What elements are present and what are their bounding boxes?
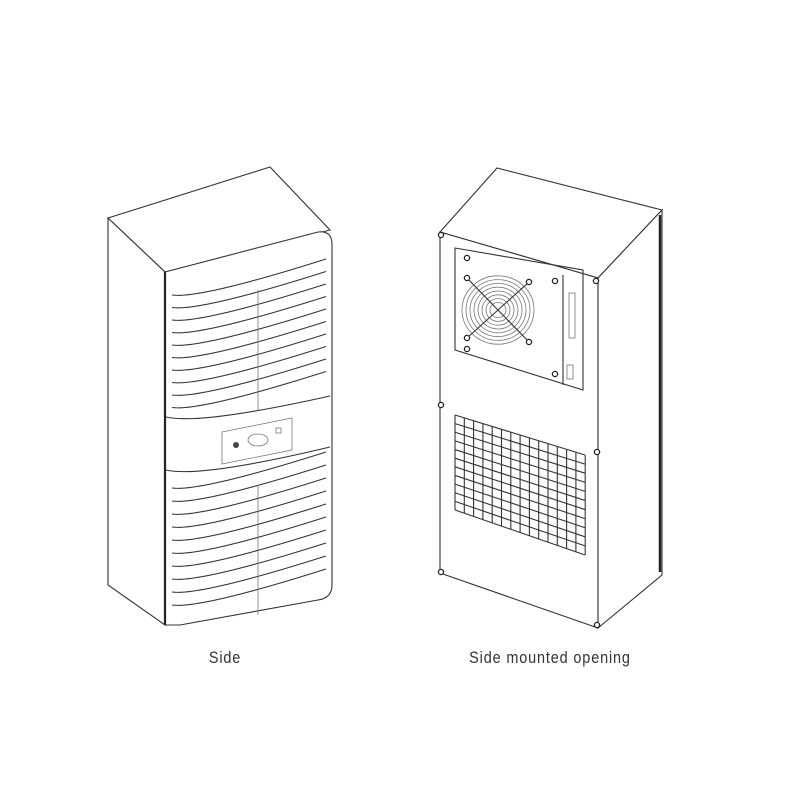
fan-guard-ring <box>473 286 523 334</box>
grille-bar <box>454 509 586 556</box>
screw-icon <box>551 370 559 378</box>
louver-slat <box>171 542 327 580</box>
screw-icon <box>593 621 601 629</box>
panel-screws <box>437 231 601 629</box>
control-panel <box>221 417 293 465</box>
grille-bar <box>454 449 586 492</box>
grille-bar <box>454 414 586 456</box>
louver-slat <box>171 477 327 515</box>
caption-side: Side <box>208 648 242 667</box>
control-band-bottom <box>165 446 331 473</box>
louver-slat <box>171 283 327 321</box>
connector <box>566 364 574 380</box>
louver-slat <box>171 451 327 489</box>
screw-icon <box>592 277 600 285</box>
fan-guard-ring <box>481 294 515 326</box>
side-unit-drawing <box>106 166 333 627</box>
louver-slat <box>171 568 327 606</box>
screw-icon <box>437 231 445 239</box>
louver-slat <box>171 529 327 567</box>
display-icon <box>247 433 269 447</box>
fan-guard-ring <box>485 298 511 322</box>
louver-slat <box>171 358 327 396</box>
screw-icon <box>463 254 471 262</box>
louver-slat <box>171 555 327 593</box>
louver-slat <box>171 345 327 384</box>
side-unit-side-face <box>107 216 166 627</box>
side-unit-front-face <box>164 231 333 626</box>
fan-guard-ring <box>465 279 531 341</box>
screw-icon <box>525 278 533 286</box>
screw-icon <box>593 448 601 456</box>
side-mounted-unit-drawing <box>437 167 664 630</box>
grille-bar <box>454 457 586 501</box>
louver-slat <box>171 490 327 528</box>
louver-slat <box>171 270 327 309</box>
button-icon <box>275 427 282 434</box>
screw-icon <box>437 401 445 409</box>
control-band-top <box>165 395 331 420</box>
fan-guard-spoke <box>466 281 530 339</box>
fan-guard-ring <box>461 275 535 345</box>
exhaust-grille <box>454 414 586 556</box>
rear-unit-side-face <box>597 208 663 630</box>
grille-bar <box>454 423 586 465</box>
louver-slat <box>171 258 327 296</box>
louver-slat <box>171 295 327 334</box>
louver-slat <box>171 464 327 502</box>
louver-slat <box>171 320 327 359</box>
grille-bar <box>454 500 586 547</box>
caption-side-mounted-opening: Side mounted opening <box>469 648 631 667</box>
fan-guard-ring <box>489 301 507 318</box>
fan-plate <box>454 247 584 391</box>
indicator-icon <box>233 442 239 448</box>
grille-bar <box>454 492 586 538</box>
louver-slat <box>171 370 327 409</box>
screw-icon <box>437 568 445 576</box>
upper-louver-grille <box>171 258 327 409</box>
louver-slat <box>171 516 327 554</box>
terminal-strip <box>568 292 576 339</box>
fan-guard-ring <box>477 290 519 330</box>
louver-slat <box>171 503 327 541</box>
screw-icon <box>551 277 559 285</box>
grille-bar <box>454 483 586 529</box>
louver-slat <box>171 308 327 346</box>
fan-guard-ring <box>469 282 527 337</box>
lower-louver-grille <box>171 451 327 606</box>
louver-slat <box>171 333 327 371</box>
grille-bar <box>454 474 586 520</box>
grille-bar <box>454 466 586 511</box>
screw-icon <box>463 274 471 282</box>
grille-bar <box>454 440 586 483</box>
screw-icon <box>525 338 533 346</box>
grille-bar <box>454 431 586 474</box>
screw-icon <box>463 334 471 342</box>
fan-guard-icon <box>461 275 535 345</box>
screw-icon <box>463 345 471 353</box>
